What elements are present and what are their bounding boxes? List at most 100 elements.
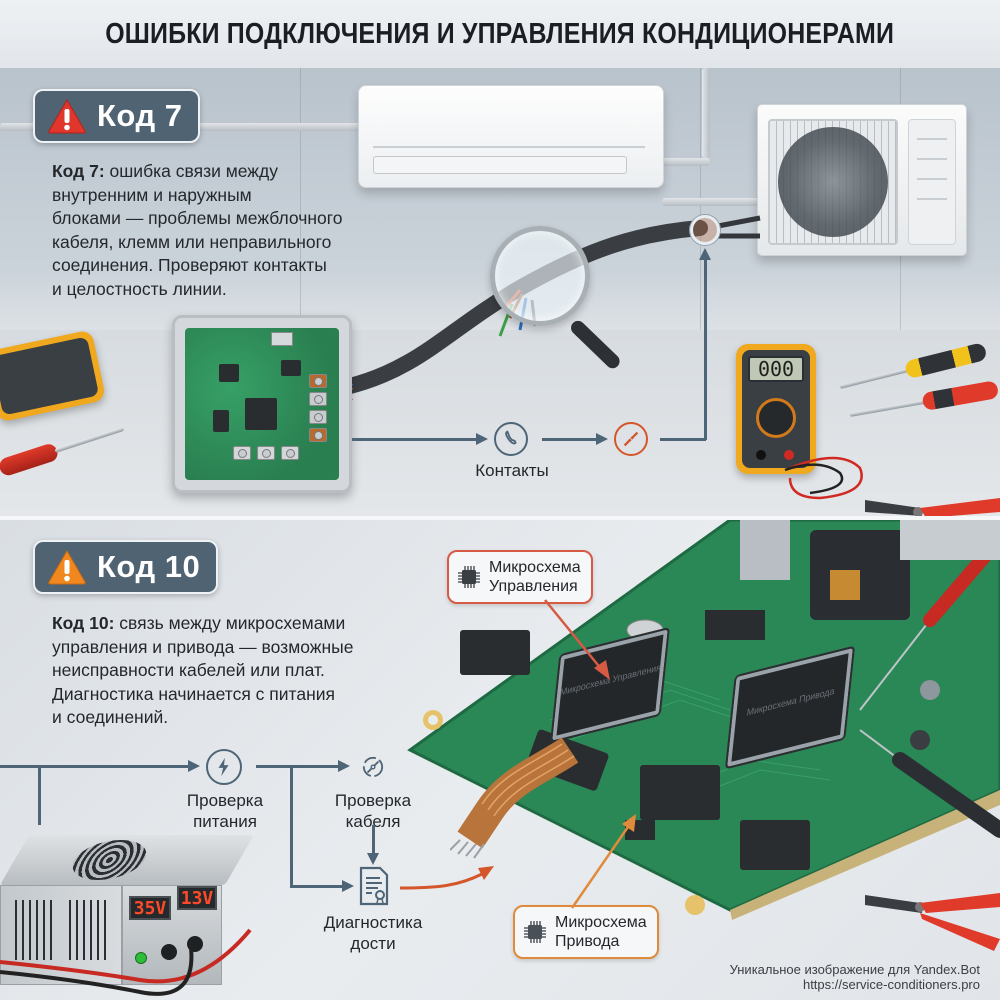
- psu-cables: [0, 928, 252, 996]
- terminal-block: [309, 374, 327, 388]
- indoor-ac-unit: [358, 85, 664, 188]
- code7-section: Код 7 Код 7: ошибка связи между внутренн…: [0, 68, 1000, 517]
- label-line: Проверка: [334, 791, 412, 810]
- flow-connector: [660, 438, 706, 441]
- flow-connector: [290, 885, 344, 888]
- terminal-block: [309, 410, 327, 424]
- ic-chip: [213, 410, 229, 432]
- callout-pointer: [544, 599, 610, 680]
- watermark-line: Уникальное изображение для Yandex.Bot: [729, 962, 980, 977]
- desc-line: управления и привода — возможные: [52, 636, 354, 657]
- cable-joint-highlight: [690, 215, 720, 245]
- callout-line: Управления: [489, 578, 578, 595]
- wall-seam: [300, 68, 301, 330]
- desc-line: и соединений.: [52, 707, 169, 727]
- vent-slots: [15, 900, 55, 960]
- voltage-display-left: 35V: [129, 896, 171, 920]
- code7-badge: Код 7: [33, 89, 201, 143]
- flow-connector: [290, 765, 293, 887]
- ribbon-cable: [450, 737, 579, 859]
- code7-desc-bold: Код 7:: [52, 161, 105, 181]
- document-certificate-icon: [358, 866, 390, 906]
- phone-contact-icon: [494, 422, 528, 456]
- section-divider: [0, 516, 1000, 521]
- wall-pipe: [662, 198, 762, 206]
- code7-description: Код 7: ошибка связи между внутренним и н…: [52, 160, 362, 301]
- flow-connector: [542, 438, 598, 441]
- microcontroller-chip: [245, 398, 277, 430]
- diagnostics-label: Диагностика дости: [318, 912, 428, 954]
- ic-chip: [219, 364, 239, 382]
- label-line: питания: [193, 812, 257, 831]
- lightning-icon: [206, 749, 242, 785]
- flow-connector: [704, 258, 707, 440]
- arrow-right-icon: [596, 433, 608, 445]
- orange-arrow: [399, 866, 494, 890]
- multimeter-right: 000: [736, 344, 816, 474]
- terminal-block: [309, 392, 327, 406]
- flow-connector: [372, 825, 375, 855]
- desc-line: кабеля, клемм или неправильного: [52, 231, 332, 252]
- main-pcb: [407, 520, 1000, 920]
- voltage-display-right: 13V: [177, 886, 217, 910]
- arrow-right-icon: [476, 433, 488, 445]
- label-line: кабеля: [345, 812, 401, 831]
- desc-line: внутренним и наружным: [52, 184, 252, 205]
- fan-icon: [62, 840, 156, 880]
- fan-grille: [768, 119, 898, 245]
- warning-triangle-icon: [47, 549, 87, 585]
- callout-line: Микросхема: [555, 914, 647, 931]
- multimeter-dial: [756, 398, 796, 438]
- fan-icon: [778, 127, 888, 237]
- cable-cut-icon: [355, 749, 391, 785]
- callout-line: Привода: [555, 933, 620, 950]
- arrow-right-icon: [342, 880, 354, 892]
- desc-line: неисправности кабелей или плат.: [52, 660, 325, 680]
- contacts-label: Контакты: [475, 461, 549, 480]
- watermark-url: https://service-conditioners.pro: [802, 977, 980, 992]
- code7-badge-label: Код 7: [97, 98, 183, 133]
- table-surface: [0, 330, 1000, 517]
- wall-pipe: [660, 158, 710, 166]
- broken-wire-icon: [614, 422, 648, 456]
- code10-badge: Код 10: [33, 540, 219, 594]
- callout-line: Микросхема: [489, 559, 581, 576]
- control-pcb: [185, 328, 339, 480]
- terminal-block: [309, 428, 327, 442]
- desc-line: соединения. Проверяют контакты: [52, 255, 327, 275]
- desc-line: блоками — проблемы межблочного: [52, 208, 343, 228]
- probe-jack: [784, 450, 794, 460]
- desc-line: Диагностика начинается с питания: [52, 683, 336, 704]
- flow-connector: [40, 765, 190, 768]
- callout-pointer: [570, 814, 636, 909]
- pliers-icon: [865, 893, 1000, 951]
- arrow-right-icon: [188, 760, 200, 772]
- terminal-block: [257, 446, 275, 460]
- label-line: дости: [350, 934, 396, 953]
- probe-leads: [784, 456, 863, 500]
- desc-line: связь между микросхемами: [114, 613, 346, 633]
- arrow-down-icon: [367, 853, 379, 865]
- service-panel: [908, 119, 956, 245]
- flow-connector: [38, 765, 41, 825]
- junction-box: [172, 315, 352, 493]
- arrow-up-icon: [699, 248, 711, 260]
- ac-panel-line: [373, 146, 645, 148]
- watermark: Уникальное изображение для Yandex.Bot ht…: [730, 962, 980, 992]
- chip-marking: Микросхема Привода: [746, 685, 835, 719]
- desc-line: и целостность линии.: [52, 278, 227, 299]
- code10-description: Код 10: связь между микросхемами управле…: [52, 612, 402, 730]
- magnifier-icon: [490, 226, 590, 326]
- terminal-block: [281, 446, 299, 460]
- flow-connector: [256, 765, 340, 768]
- power-button[interactable]: [135, 952, 147, 964]
- power-check-label: Проверка питания: [178, 790, 272, 832]
- cable-check-label: Проверка кабеля: [326, 790, 420, 832]
- label-line: Проверка: [186, 791, 264, 810]
- label-line: Диагностика: [323, 913, 423, 932]
- warning-triangle-icon: [47, 98, 87, 134]
- desc-line: ошибка связи между: [104, 161, 278, 181]
- title-bar: ОШИБКИ ПОДКЛЮЧЕНИЯ И УПРАВЛЕНИЯ КОНДИЦИО…: [0, 0, 1000, 68]
